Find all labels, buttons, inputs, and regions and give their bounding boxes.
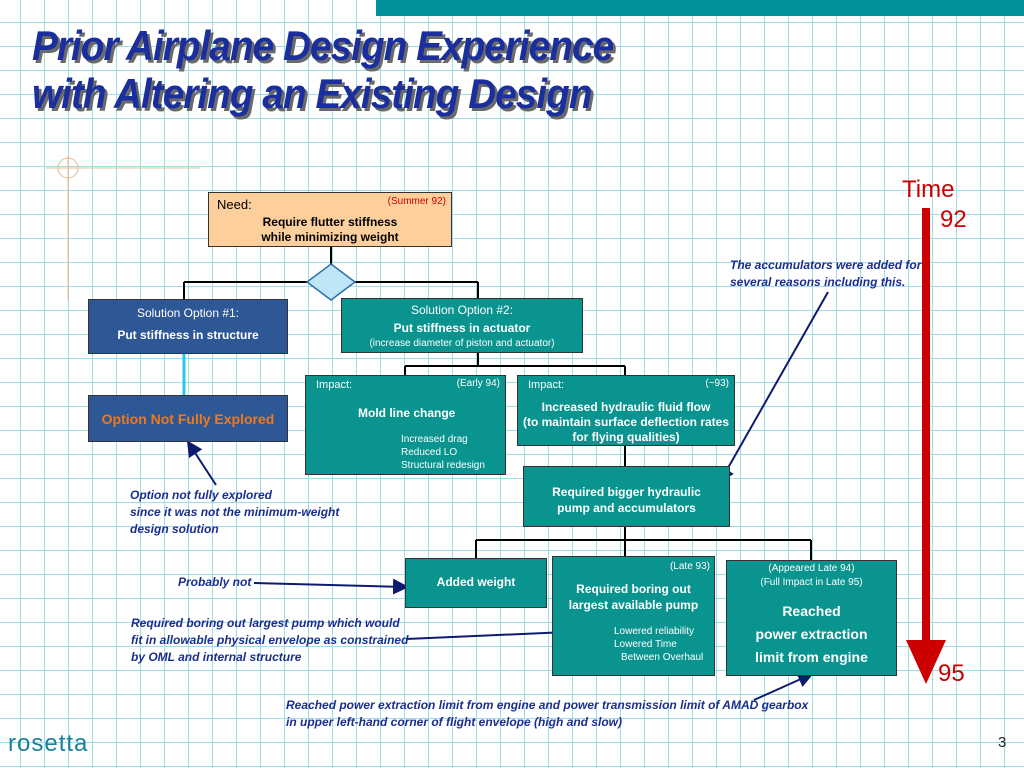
impact1-date: (Early 94) bbox=[456, 378, 500, 389]
page-number: 3 bbox=[998, 734, 1007, 751]
power-line-2: power extraction bbox=[755, 626, 868, 642]
annotation-line: by OML and internal structure bbox=[131, 650, 302, 664]
option-not-explored-box: Option Not Fully Explored bbox=[88, 395, 288, 442]
power-extraction-box: (Appeared Late 94) (Full Impact in Late … bbox=[726, 560, 897, 676]
decision-diamond bbox=[305, 263, 357, 301]
page-title: Prior Airplane Design Experience with Al… bbox=[32, 22, 614, 118]
option1-header: Solution Option #1: bbox=[136, 306, 240, 320]
power-line-1: Reached bbox=[782, 603, 841, 619]
time-start: 92 bbox=[940, 206, 967, 233]
impact2-line-1: Increased hydraulic fluid flow bbox=[541, 400, 711, 414]
boring-out-box: (Late 93) Required boring out largest av… bbox=[552, 556, 715, 676]
power-date-2: (Full Impact in Late 95) bbox=[760, 577, 863, 588]
rosetta-logo: rosetta bbox=[8, 730, 89, 757]
annotation-line: Option not fully explored bbox=[130, 488, 272, 502]
solution-option-2: Solution Option #2: Put stiffness in act… bbox=[341, 298, 583, 353]
option2-text: Put stiffness in actuator bbox=[393, 321, 531, 335]
option1-status: Option Not Fully Explored bbox=[101, 411, 275, 427]
need-box: Need: (Summer 92) Require flutter stiffn… bbox=[208, 192, 452, 247]
impact1-item: Structural redesign bbox=[401, 460, 485, 471]
option1-text: Put stiffness in structure bbox=[117, 328, 259, 342]
bigger-pump-line-2: pump and accumulators bbox=[557, 501, 696, 515]
boring-item: Between Overhaul bbox=[621, 652, 704, 663]
title-line-1: Prior Airplane Design Experience bbox=[32, 22, 614, 69]
bigger-pump-line-1: Required bigger hydraulic bbox=[552, 485, 701, 499]
impact1-item: Increased drag bbox=[401, 434, 468, 445]
option2-sub: (increase diameter of piston and actuato… bbox=[369, 338, 555, 349]
annotation-line: in upper left-hand corner of flight enve… bbox=[286, 715, 622, 729]
annotation-line: since it was not the minimum-weight bbox=[130, 505, 340, 519]
impact1-item: Reduced LO bbox=[401, 447, 458, 458]
impact2-line-3: for flying qualities) bbox=[572, 430, 680, 444]
option2-header: Solution Option #2: bbox=[410, 303, 514, 317]
time-end: 95 bbox=[938, 660, 965, 687]
impact2-date: (~93) bbox=[705, 378, 729, 389]
annotation-line: design solution bbox=[130, 522, 219, 536]
need-date: (Summer 92) bbox=[387, 196, 446, 207]
time-label: Time bbox=[902, 176, 955, 203]
annotation-line: Required boring out largest pump which w… bbox=[131, 616, 400, 630]
impact-box-1: Impact: (Early 94) Mold line change Incr… bbox=[305, 375, 506, 475]
bigger-pump-box: Required bigger hydraulic pump and accum… bbox=[523, 466, 730, 527]
impact-box-2: Impact: (~93) Increased hydraulic fluid … bbox=[517, 375, 735, 446]
annotation-line: several reasons including this. bbox=[730, 275, 906, 289]
need-line-2: while minimizing weight bbox=[261, 230, 399, 244]
impact2-label: Impact: bbox=[528, 379, 565, 391]
boring-line-1: Required boring out bbox=[576, 582, 691, 596]
need-label: Need: bbox=[217, 197, 252, 212]
impact1-title: Mold line change bbox=[358, 406, 456, 420]
annotation-line: fit in allowable physical envelope as co… bbox=[131, 633, 409, 647]
power-annotation: Reached power extraction limit from engi… bbox=[286, 697, 808, 731]
boring-item: Lowered reliability bbox=[614, 626, 695, 637]
boring-annotation: Required boring out largest pump which w… bbox=[131, 615, 408, 666]
boring-item: Lowered Time bbox=[614, 639, 677, 650]
annotation-line: Reached power extraction limit from engi… bbox=[286, 698, 809, 712]
time-arrow bbox=[906, 208, 946, 684]
accumulators-annotation: The accumulators were added for several … bbox=[730, 257, 921, 291]
boring-line-2: largest available pump bbox=[568, 598, 699, 612]
added-weight-box: Added weight bbox=[405, 558, 547, 608]
top-accent-bar bbox=[376, 0, 1024, 16]
title-line-2: with Altering an Existing Design bbox=[32, 70, 592, 117]
added-weight-text: Added weight bbox=[436, 575, 516, 589]
probably-not-annotation: Probably not bbox=[178, 575, 252, 589]
impact1-label: Impact: bbox=[316, 379, 353, 391]
not-explored-annotation: Option not fully explored since it was n… bbox=[130, 487, 339, 538]
solution-option-1: Solution Option #1: Put stiffness in str… bbox=[88, 299, 288, 354]
power-date-1: (Appeared Late 94) bbox=[768, 563, 855, 574]
need-line-1: Require flutter stiffness bbox=[262, 215, 398, 229]
annotation-line: The accumulators were added for bbox=[730, 258, 922, 272]
boring-date: (Late 93) bbox=[669, 561, 710, 572]
power-line-3: limit from engine bbox=[755, 649, 868, 665]
impact2-line-2: (to maintain surface deflection rates bbox=[522, 415, 730, 429]
crosshair-decoration bbox=[46, 156, 200, 300]
